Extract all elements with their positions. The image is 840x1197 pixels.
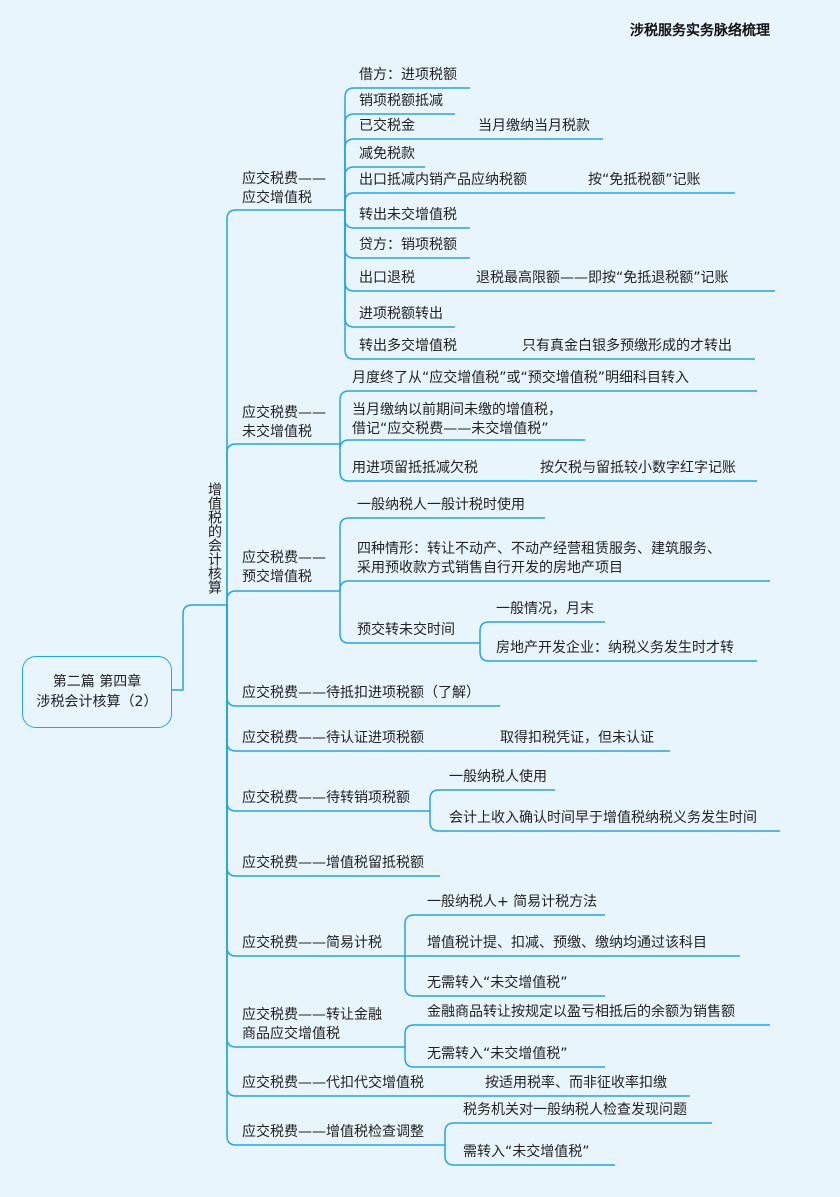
connector-line [339, 444, 757, 482]
leaf[interactable]: 需转入“未交增值税” [463, 1144, 590, 1160]
connector-line [226, 605, 445, 1146]
node-line: 应交税费—— [242, 405, 326, 421]
connector-line [339, 439, 585, 450]
connector-line [172, 604, 227, 691]
leaf[interactable]: 房地产开发企业：纳税义务发生时才转 [496, 640, 734, 656]
node-line: 未交增值税 [242, 424, 312, 440]
node-line: 商品应交增值税 [242, 1026, 340, 1042]
leaf-line: 借记“应交税费——未交增值税” [352, 421, 549, 437]
connector-line [344, 113, 455, 210]
topic-node[interactable]: 增值税的会计核算 [206, 482, 222, 594]
leaf[interactable]: 无需转入“未交增值税” [427, 975, 568, 991]
leaf[interactable]: 当月缴纳以前期间未缴的增值税， 借记“应交税费——未交增值税” [352, 401, 562, 439]
leaf[interactable]: 税务机关对一般纳税人检查发现问题 [463, 1102, 687, 1118]
leaf[interactable]: 贷方：销项税额 [359, 237, 457, 253]
connector-line [339, 517, 545, 591]
leaf[interactable]: 一般纳税人+ 简易计税方法 [427, 894, 598, 910]
connector-line [404, 1047, 605, 1068]
connector-line [344, 192, 735, 210]
node-output-pending[interactable]: 应交税费——待转销项税额 [242, 790, 410, 806]
root-node[interactable]: 第二篇 第四章 涉税会计核算（2） [22, 656, 172, 728]
connector-line [429, 789, 555, 811]
connector-line [344, 87, 470, 210]
connector-line [444, 1145, 615, 1166]
leaf[interactable]: 减免税款 [359, 146, 415, 162]
leaf[interactable]: 一般纳税人一般计税时使用 [357, 497, 525, 513]
leaf-note[interactable]: 按适用税率、而非征收率扣缴 [485, 1075, 667, 1091]
leaf[interactable]: 转出多交增值税 [359, 338, 457, 354]
leaf[interactable]: 月度终了从“应交增值税”或“预交增值税”明细科目转入 [352, 370, 690, 386]
connector-line [404, 1024, 770, 1047]
leaf[interactable]: 金融商品转让按规定以盈亏相抵后的余额为销售额 [427, 1004, 735, 1020]
connector-line [344, 210, 755, 360]
leaf[interactable]: 无需转入“未交增值税” [427, 1046, 568, 1062]
connector-line [444, 1122, 712, 1145]
leaf[interactable]: 增值税计提、扣减、预缴、缴纳均通过该科目 [427, 935, 707, 951]
root-line1: 第二篇 第四章 [52, 674, 142, 690]
node-prepaid-vat[interactable]: 应交税费—— 预交增值税 [242, 549, 326, 587]
leaf[interactable]: 一般情况，月末 [496, 601, 594, 617]
node-line: 应交增值税 [242, 190, 312, 206]
connector-line [404, 956, 605, 997]
connector-line [339, 591, 480, 644]
leaf[interactable]: 四种情形：转让不动产、不动产经营租赁服务、建筑服务、采用预收款方式销售自行开发的… [357, 540, 721, 578]
node-line: 应交税费——转让金融 [242, 1007, 382, 1023]
connector-line [479, 621, 605, 643]
connector-line [429, 811, 780, 832]
leaf[interactable]: 预交转未交时间 [357, 622, 455, 638]
leaf-line: 四种情形：转让不动产、不动产经营租赁服务、建筑服务、 [357, 541, 721, 557]
leaf-note[interactable]: 按“免抵税额”记账 [588, 172, 701, 188]
connector-line [344, 138, 603, 210]
leaf[interactable]: 销项税额抵减 [359, 93, 443, 109]
connector-line [226, 590, 340, 605]
connector-line [226, 209, 345, 605]
node-vat-payable[interactable]: 应交税费—— 应交增值税 [242, 170, 326, 208]
leaf[interactable]: 出口抵减内销产品应纳税额 [359, 172, 527, 188]
leaf[interactable]: 进项税额转出 [359, 306, 443, 322]
connector-line [226, 443, 340, 605]
leaf-note[interactable]: 按欠税与留抵较小数字红字记账 [540, 460, 736, 476]
connector-line [479, 643, 757, 662]
leaf-note[interactable]: 取得扣税凭证，但未认证 [500, 730, 654, 746]
node-line: 应交税费—— [242, 171, 326, 187]
node-withholding[interactable]: 应交税费——代扣代交增值税 [242, 1075, 424, 1091]
connector-line [404, 914, 605, 956]
node-line: 预交增值税 [242, 569, 312, 585]
node-inspection-adjust[interactable]: 应交税费——增值税检查调整 [242, 1124, 424, 1140]
leaf[interactable]: 会计上收入确认时间早于增值税纳税义务发生时间 [449, 810, 757, 826]
leaf-note[interactable]: 当月缴纳当月税款 [478, 118, 590, 134]
connector-line [226, 605, 405, 957]
leaf-note[interactable]: 只有真金白银多预缴形成的才转出 [522, 338, 732, 354]
leaf[interactable]: 一般纳税人使用 [449, 769, 547, 785]
node-deductible-input[interactable]: 应交税费——待抵扣进项税额（了解） [242, 685, 480, 701]
leaf-line: 当月缴纳以前期间未缴的增值税， [352, 402, 562, 418]
leaf[interactable]: 已交税金 [359, 118, 415, 134]
connector-line [226, 605, 405, 1048]
leaf-line: 采用预收款方式销售自行开发的房地产项目 [357, 560, 623, 576]
node-uncertified-input[interactable]: 应交税费——待认证进项税额 [242, 730, 424, 746]
connector-line [339, 390, 757, 444]
node-simplified-tax[interactable]: 应交税费——简易计税 [242, 935, 382, 951]
node-retained-credit[interactable]: 应交税费——增值税留抵税额 [242, 855, 424, 871]
leaf-note[interactable]: 退税最高限额——即按“免抵退税额”记账 [476, 270, 729, 286]
leaf[interactable]: 转出未交增值税 [359, 207, 457, 223]
root-line2: 涉税会计核算（2） [36, 694, 158, 710]
leaf[interactable]: 借方：进项税额 [359, 67, 457, 83]
node-unpaid-vat[interactable]: 应交税费—— 未交增值税 [242, 404, 326, 442]
page-header: 涉税服务实务脉络梳理 [630, 23, 770, 39]
node-line: 应交税费—— [242, 550, 326, 566]
leaf[interactable]: 用进项留抵抵减欠税 [352, 460, 478, 476]
connector-line [344, 166, 425, 210]
leaf[interactable]: 出口退税 [359, 270, 415, 286]
connector-line [339, 580, 770, 591]
node-financial-goods[interactable]: 应交税费——转让金融商品应交增值税 [242, 1006, 382, 1044]
